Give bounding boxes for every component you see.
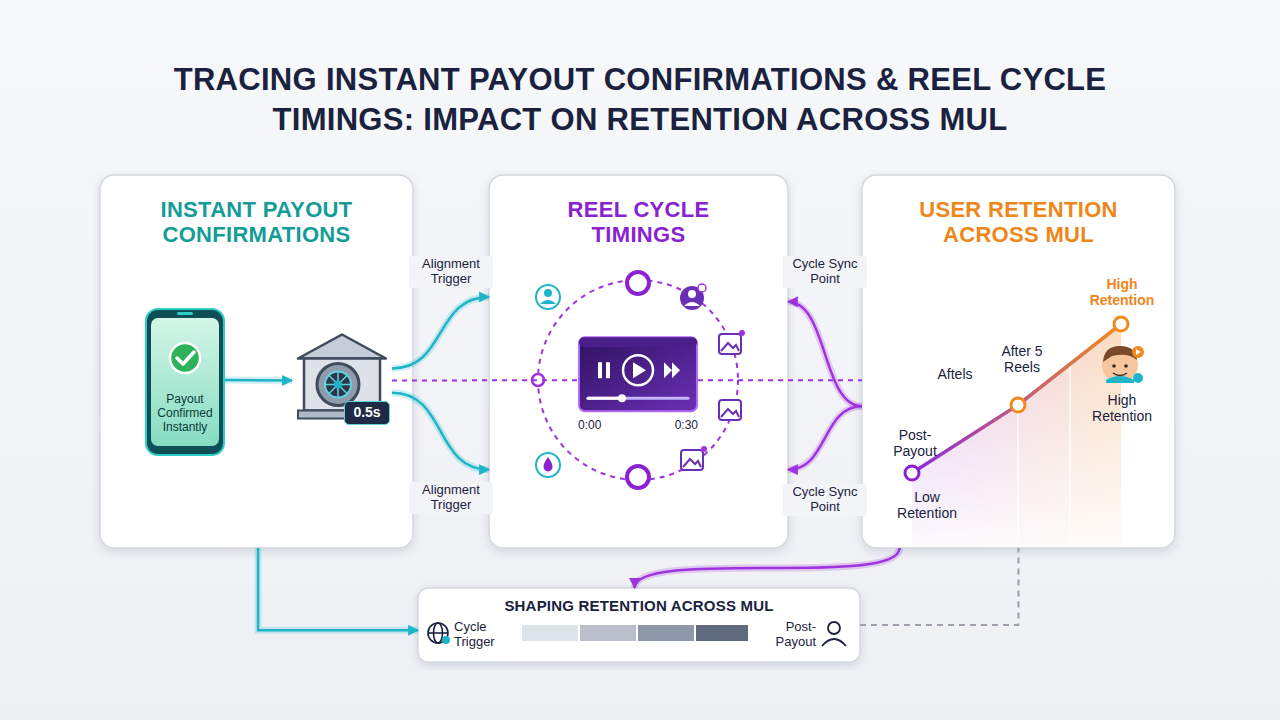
panel-box: INSTANT PAYOUT CONFIRMATIONS Payout Confi…	[100, 175, 413, 548]
chart-annotation: Low Retention	[887, 489, 967, 521]
connector	[258, 548, 418, 630]
panel-background	[100, 175, 413, 548]
panel-background	[862, 175, 1175, 548]
user-avatar	[1102, 346, 1144, 383]
connector-glow	[788, 406, 862, 469]
avatar-icon	[680, 284, 706, 310]
timestamp: 0:00	[578, 418, 622, 432]
drop-icon	[536, 453, 560, 477]
vault-node: 0.5s	[292, 328, 392, 429]
connector	[392, 393, 489, 470]
edge-label: Alignment Trigger	[409, 482, 493, 514]
phone-node: Payout Confirmed Instantly	[145, 308, 225, 456]
panel-heading: REEL CYCLE TIMINGS	[524, 197, 753, 248]
chart-annotation: Post- Payout	[887, 427, 943, 459]
edge-label: Alignment Trigger	[409, 256, 493, 288]
connector	[698, 379, 862, 381]
connector	[392, 297, 489, 368]
time-badge: 0.5s	[344, 401, 390, 425]
connector	[788, 406, 862, 469]
connector	[635, 548, 900, 588]
connector-glow	[392, 393, 489, 470]
panel-backgrounds	[100, 175, 1175, 662]
person-icon	[822, 622, 846, 646]
phone-text: Payout Confirmed Instantly	[149, 392, 221, 434]
panel-box: REEL CYCLE TIMINGS 0:00 0:30	[489, 175, 788, 548]
chart-annotation: High Retention	[1080, 392, 1164, 424]
panel-background	[418, 588, 860, 662]
summary-band: SHAPING RETENTION ACROSS MUL Cycle Trigge…	[418, 588, 860, 662]
connector-glow	[258, 548, 418, 630]
chart-annotation: Aftels	[927, 366, 983, 382]
panel-heading: USER RETENTION ACROSS MUL	[872, 197, 1165, 248]
band-label: Cycle Trigger	[454, 620, 518, 650]
connector	[392, 379, 578, 381]
connector-glow	[788, 302, 862, 406]
connector-glow	[392, 297, 489, 368]
connector	[225, 379, 292, 382]
edge-label: Cycle Sync Point	[783, 256, 867, 288]
band-heading: SHAPING RETENTION ACROSS MUL	[428, 597, 850, 615]
connector-glow	[225, 376, 292, 384]
connector	[860, 548, 1019, 625]
chart-annotation: After 5 Reels	[991, 343, 1053, 375]
connector	[788, 302, 862, 406]
video-player: 0:00 0:30	[578, 336, 698, 436]
edge-label: Cycle Sync Point	[783, 484, 867, 516]
user-icon	[536, 285, 560, 309]
timestamp: 0:30	[654, 418, 698, 432]
diagram-title: TRACING INSTANT PAYOUT CONFIRMATIONS & R…	[140, 60, 1140, 139]
panel-heading: INSTANT PAYOUT CONFIRMATIONS	[110, 197, 403, 248]
panel-background	[489, 175, 788, 548]
connector-glow	[635, 548, 900, 588]
chart-annotation: High Retention	[1074, 276, 1170, 308]
band-label: Post- Payout	[752, 620, 816, 650]
